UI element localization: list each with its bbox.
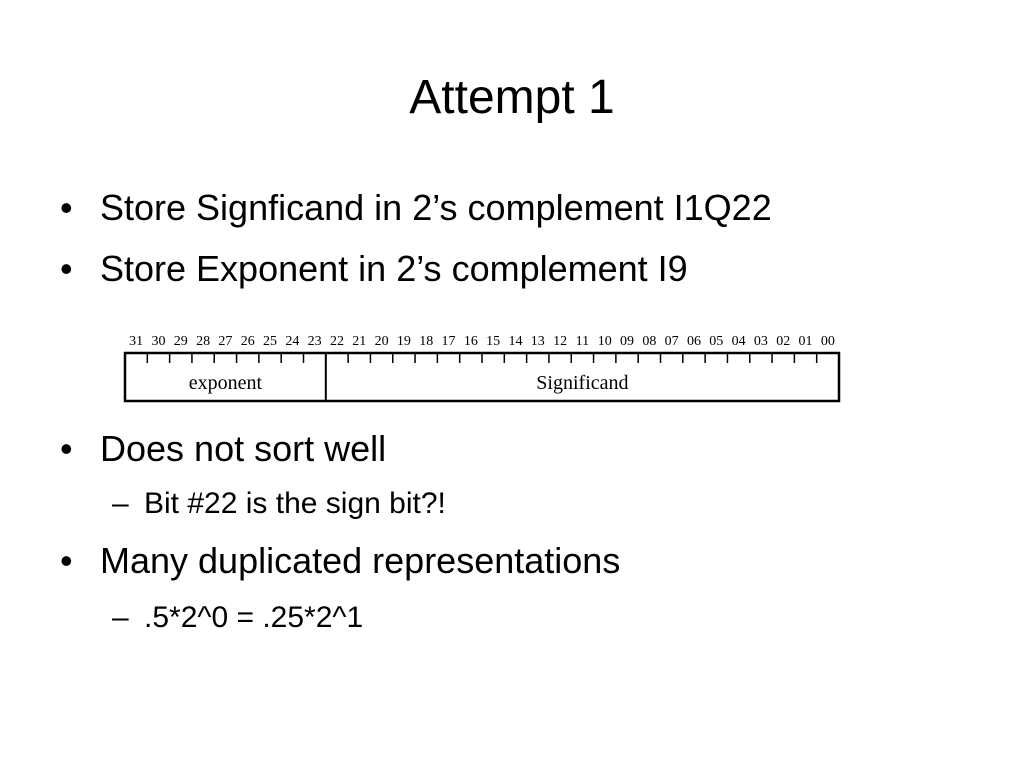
bit-number-03: 03 bbox=[754, 334, 768, 349]
bit-number-18: 18 bbox=[419, 334, 433, 349]
bullet-text: Does not sort well bbox=[100, 428, 387, 469]
bit-number-04: 04 bbox=[732, 334, 746, 349]
sub-bullet-text: Bit #22 is the sign bit?! bbox=[144, 487, 446, 520]
bit-number-13: 13 bbox=[531, 334, 545, 349]
bit-number-31: 31 bbox=[129, 334, 143, 349]
bullet-dot: • bbox=[60, 187, 73, 228]
sub-bullet-dash: – bbox=[112, 487, 129, 520]
bullet-store-significand: • Store Signficand in 2’s complement I1Q2… bbox=[60, 186, 772, 230]
sub-bullet-dash: – bbox=[112, 601, 129, 634]
slide-title: Attempt 1 bbox=[409, 71, 615, 124]
bullet-text: Many duplicated representations bbox=[100, 540, 621, 581]
bullet-dot: • bbox=[60, 248, 73, 289]
bit-number-15: 15 bbox=[486, 334, 500, 349]
bit-number-02: 02 bbox=[776, 334, 790, 349]
bit-number-21: 21 bbox=[352, 334, 366, 349]
bit-number-07: 07 bbox=[665, 334, 679, 349]
bullet-duplicated: • Many duplicated representations bbox=[60, 539, 620, 583]
bit-number-05: 05 bbox=[709, 334, 723, 349]
bit-number-11: 11 bbox=[576, 334, 589, 349]
field-label-significand: Significand bbox=[536, 372, 628, 394]
bit-number-16: 16 bbox=[464, 334, 478, 349]
bit-number-29: 29 bbox=[174, 334, 188, 349]
register-box bbox=[123, 351, 841, 403]
bit-number-06: 06 bbox=[687, 334, 701, 349]
bit-number-24: 24 bbox=[285, 334, 299, 349]
bit-number-23: 23 bbox=[308, 334, 322, 349]
field-label-exponent: exponent bbox=[189, 372, 263, 394]
bit-number-10: 10 bbox=[598, 334, 612, 349]
bit-number-14: 14 bbox=[508, 334, 522, 349]
bullet-does-not-sort: • Does not sort well bbox=[60, 427, 386, 471]
bit-number-01: 01 bbox=[799, 334, 813, 349]
bit-number-17: 17 bbox=[442, 334, 456, 349]
bit-number-09: 09 bbox=[620, 334, 634, 349]
bit-number-27: 27 bbox=[218, 334, 232, 349]
bullet-store-exponent: • Store Exponent in 2’s complement I9 bbox=[60, 247, 688, 291]
bit-number-12: 12 bbox=[553, 334, 567, 349]
bit-number-22: 22 bbox=[330, 334, 344, 349]
bit-number-19: 19 bbox=[397, 334, 411, 349]
bullet-dot: • bbox=[60, 540, 73, 581]
bullet-dot: • bbox=[60, 428, 73, 469]
bit-number-25: 25 bbox=[263, 334, 277, 349]
bullet-text: Store Signficand in 2’s complement I1Q22 bbox=[100, 187, 772, 228]
sub-bullet-sign-bit: –Bit #22 is the sign bit?! bbox=[112, 485, 446, 523]
bit-number-08: 08 bbox=[642, 334, 656, 349]
sub-bullet-text: .5*2^0 = .25*2^1 bbox=[144, 601, 364, 634]
bit-number-30: 30 bbox=[151, 334, 165, 349]
sub-bullet-example: –.5*2^0 = .25*2^1 bbox=[112, 599, 363, 637]
bit-number-28: 28 bbox=[196, 334, 210, 349]
bit-number-00: 00 bbox=[821, 334, 835, 349]
bit-number-26: 26 bbox=[241, 334, 255, 349]
bullet-text: Store Exponent in 2’s complement I9 bbox=[100, 248, 688, 289]
bit-number-20: 20 bbox=[375, 334, 389, 349]
